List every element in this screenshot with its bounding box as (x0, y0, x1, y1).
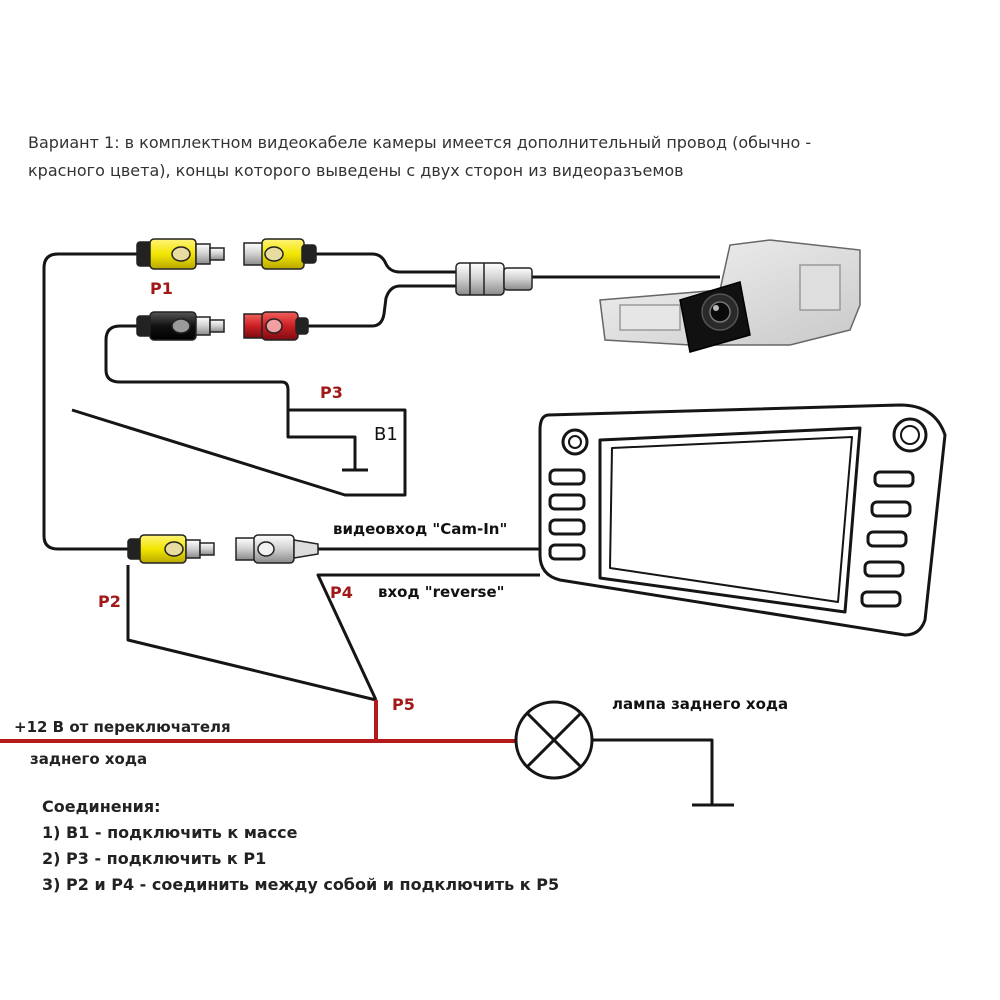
label-reverse: вход "reverse" (378, 583, 505, 601)
connections-title: Соединения: (42, 797, 161, 816)
label-b1: B1 (374, 424, 398, 445)
head-unit-icon (538, 403, 947, 637)
p2-yellow-plug (127, 534, 215, 564)
label-cam-in: видеовход "Cam-In" (333, 520, 508, 538)
label-p1: P1 (150, 279, 173, 298)
red-socket (243, 311, 309, 341)
label-power-line-2: заднего хода (30, 750, 148, 768)
camera-icon (599, 239, 861, 353)
red-power-wire (0, 700, 516, 743)
reverse-lamp-icon (514, 700, 594, 780)
cable-junction (455, 262, 533, 296)
intro-line-1: Вариант 1: в комплектном видеокабеле кам… (28, 133, 812, 152)
p1-yellow-plug (136, 238, 225, 270)
label-lamp: лампа заднего хода (612, 695, 789, 713)
yellow-socket (243, 238, 317, 270)
label-p2: P2 (98, 592, 121, 611)
intro-line-2: красного цвета), концы которого выведены… (28, 161, 684, 180)
label-p5: P5 (392, 695, 415, 714)
label-power-line-1: +12 В от переключателя (14, 718, 231, 736)
black-wires (42, 252, 734, 807)
connection-item-1: 1) B1 - подключить к массе (42, 823, 298, 842)
connection-item-3: 3) P2 и P4 - соединить между собой и под… (42, 875, 560, 894)
connection-item-2: 2) P3 - подключить к P1 (42, 849, 267, 868)
cam-in-socket (235, 534, 319, 564)
label-p4: P4 (330, 583, 353, 602)
label-p3: P3 (320, 383, 343, 402)
black-plug (136, 311, 225, 341)
